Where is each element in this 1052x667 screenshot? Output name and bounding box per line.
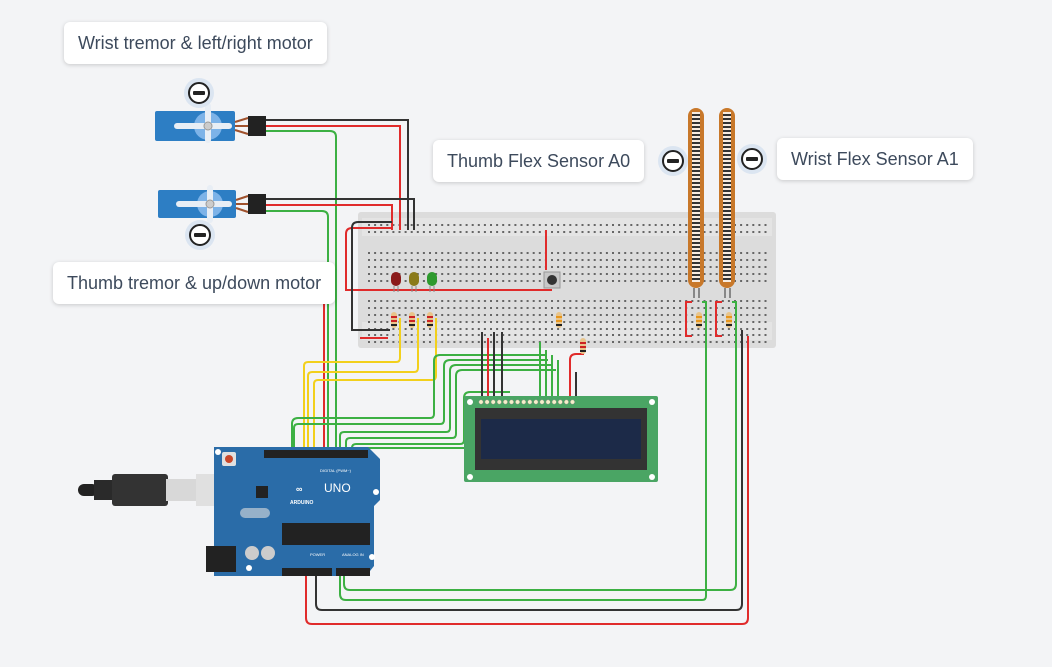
note-thumb-motor-handle[interactable]	[185, 220, 215, 250]
leds	[391, 272, 437, 292]
led-green[interactable]	[427, 272, 437, 292]
wire-green	[266, 130, 337, 452]
note-wrist-flex[interactable]: Wrist Flex Sensor A1	[777, 138, 973, 180]
wire-green	[343, 301, 737, 591]
wire-green	[345, 369, 556, 452]
lcd-display[interactable]	[464, 396, 658, 482]
svg-text:∞: ∞	[296, 484, 303, 494]
wire-yellow	[303, 318, 401, 452]
arduino-power-label: POWER	[310, 552, 325, 557]
push-button[interactable]	[543, 271, 561, 289]
flex-sensor-a0[interactable]	[688, 108, 704, 298]
arduino-model-label: UNO	[324, 481, 351, 495]
servo-wrist[interactable]	[155, 103, 266, 143]
resistors	[391, 312, 732, 354]
wire-red	[305, 336, 749, 625]
wire-black	[266, 198, 415, 230]
collapse-note-icon	[189, 224, 211, 246]
wire-green	[291, 354, 546, 452]
resistor[interactable]	[726, 312, 732, 328]
collapse-note-icon	[188, 82, 210, 104]
led-yellow[interactable]	[409, 272, 419, 292]
breadboard-holes	[368, 224, 767, 343]
note-wrist-flex-handle[interactable]	[737, 144, 767, 174]
led-red[interactable]	[391, 272, 401, 292]
note-wrist-motor[interactable]: Wrist tremor & left/right motor	[64, 22, 327, 64]
wire-green	[351, 391, 510, 452]
note-wrist-motor-handle[interactable]	[184, 78, 214, 108]
note-thumb-flex-handle[interactable]	[658, 146, 688, 176]
wire-red	[266, 125, 401, 230]
wire-black	[315, 330, 743, 611]
wires	[266, 119, 749, 625]
wire-red	[685, 301, 692, 337]
arduino-digital-label: DIGITAL (PWM~)	[320, 468, 352, 473]
note-thumb-motor[interactable]: Thumb tremor & up/down motor	[53, 262, 336, 304]
resistor[interactable]	[391, 312, 397, 328]
wire-black	[351, 221, 392, 331]
collapse-note-icon	[662, 150, 684, 172]
wire-yellow	[307, 318, 419, 452]
arduino-brand-label: ARDUINO	[290, 500, 313, 506]
wire-red	[569, 353, 584, 398]
wire-green	[339, 301, 707, 601]
collapse-note-icon	[741, 148, 763, 170]
arduino-uno[interactable]: ∞ UNO ARDUINO DIGITAL (PWM~) POWER ANALO…	[206, 447, 380, 576]
resistor[interactable]	[580, 338, 586, 354]
flex-sensor-a1[interactable]	[719, 108, 735, 298]
wire-black	[266, 119, 409, 230]
resistor[interactable]	[696, 312, 702, 328]
wire-red	[715, 301, 722, 337]
arduino-analog-label: ANALOG IN	[342, 552, 364, 557]
wire-green	[293, 359, 548, 452]
wire-yellow	[313, 318, 437, 452]
resistor[interactable]	[427, 312, 433, 328]
wire-green	[266, 210, 329, 452]
resistor[interactable]	[409, 312, 415, 328]
wire-green	[339, 364, 552, 452]
usb-cable	[78, 474, 226, 506]
breadboard[interactable]	[358, 212, 776, 348]
resistor[interactable]	[556, 312, 562, 328]
servo-thumb[interactable]	[158, 185, 266, 223]
note-thumb-flex[interactable]: Thumb Flex Sensor A0	[433, 140, 645, 182]
